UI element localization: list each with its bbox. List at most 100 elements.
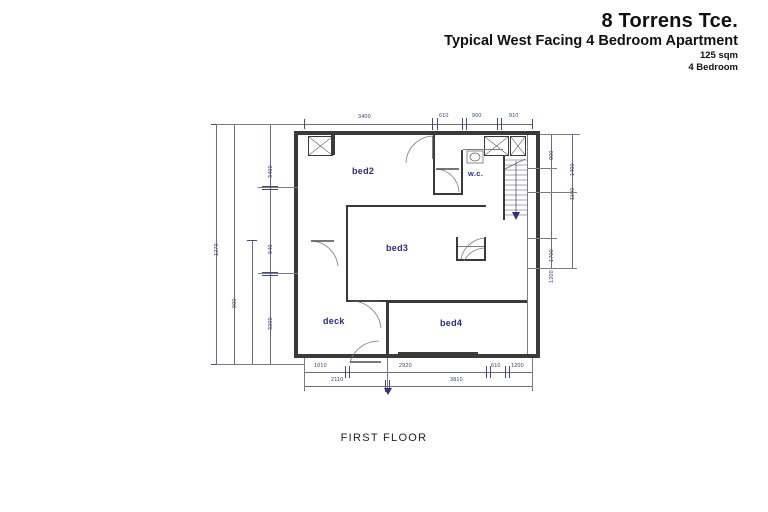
service-band-right	[527, 135, 528, 354]
dim-arrow-down-icon	[384, 388, 392, 395]
dim-tick	[385, 380, 386, 392]
wall-wc-top	[461, 150, 463, 195]
dim-tick	[262, 189, 278, 190]
wall-right	[536, 131, 540, 358]
wall-bed4-top	[389, 300, 527, 303]
dim-tick	[345, 366, 346, 378]
window-stair	[484, 136, 509, 156]
dim-right-inner-0: 900	[549, 150, 555, 160]
dim-bottom-inner-2: 610	[491, 363, 501, 369]
wall-wc-left	[433, 173, 435, 195]
room-label-bed4: bed4	[440, 318, 463, 328]
toilet-fixture-icon	[466, 150, 484, 164]
extline	[216, 364, 304, 365]
page-title: 8 Torrens Tce.	[601, 10, 738, 32]
dim-left-inner-0: 3400	[268, 165, 274, 178]
door-bed3-west	[310, 240, 339, 267]
dim-left-inner-1: 840	[268, 244, 274, 254]
dim-tick	[490, 366, 491, 378]
dim-tick	[486, 366, 487, 378]
dim-tick	[437, 118, 438, 130]
dim-top-3: 910	[509, 113, 519, 119]
dim-right-inner-2: 1200	[549, 270, 555, 283]
wall-robe-right	[484, 237, 486, 261]
dim-right-outer-0: 1400	[570, 163, 576, 176]
extline	[527, 268, 577, 269]
dim-left-outer-0: 1270	[214, 243, 220, 256]
dim-tick	[497, 118, 498, 130]
extline	[527, 168, 557, 169]
dim-tick	[462, 118, 463, 130]
room-label-wc: w.c.	[468, 169, 484, 178]
dim-bottom-inner-3: 1200	[511, 363, 524, 369]
dimline-right-outer	[572, 134, 573, 268]
dim-tick	[304, 119, 305, 129]
dim-tick	[501, 118, 502, 130]
extline	[540, 134, 580, 135]
wall-stair-left	[503, 155, 505, 220]
robe-divider	[458, 246, 484, 247]
sheet-label: FIRST FLOOR	[340, 432, 428, 444]
wall-wc-bottom	[433, 193, 463, 195]
dimline-bottom-inner	[304, 372, 532, 373]
dim-tick	[509, 366, 510, 378]
wall-bed2-right	[433, 135, 435, 173]
door-bed3-robe-b	[463, 247, 486, 262]
dimline-bottom-outer	[304, 386, 532, 387]
dim-tick	[389, 380, 390, 392]
wall-bed3-top	[346, 205, 486, 207]
extline	[387, 358, 388, 392]
window-bed2	[308, 136, 333, 156]
dimline-right-inner	[551, 134, 552, 268]
dim-top-1: 610	[439, 113, 449, 119]
page-subtitle: Typical West Facing 4 Bedroom Apartment	[444, 33, 738, 49]
dim-tick	[532, 119, 533, 129]
wall-bottom	[294, 354, 540, 358]
dimline-left-inner	[270, 124, 271, 364]
dimline-left-part	[252, 240, 253, 364]
extline	[527, 238, 557, 239]
wall-bed3-right-low	[456, 259, 486, 261]
extline	[532, 358, 533, 390]
staircase-icon	[504, 158, 527, 220]
extline	[258, 273, 298, 274]
dim-right-inner-1: 1700	[549, 249, 555, 262]
dim-top-0: 3400	[358, 114, 371, 120]
room-label-deck: deck	[323, 316, 345, 326]
dim-bottom-outer-0: 2110	[331, 377, 344, 383]
door-bed2-entry	[405, 135, 434, 164]
door-bed3-robe-a	[460, 237, 486, 260]
door-deck-south	[349, 340, 381, 363]
wall-bed3-right	[456, 237, 458, 259]
room-label-bed3: bed3	[386, 243, 409, 253]
room-label-bed2: bed2	[352, 166, 375, 176]
dim-left-inner-2: 3200	[268, 317, 274, 330]
dim-tick	[432, 118, 433, 130]
dim-tick	[466, 118, 467, 130]
wall-window-pier	[331, 135, 335, 155]
wall-bed3-left	[346, 205, 348, 302]
dim-tick	[262, 275, 278, 276]
dimline-left-outer	[216, 124, 217, 364]
extline	[258, 187, 298, 188]
dim-left-mid-0: 900	[232, 298, 238, 308]
dim-tick	[349, 366, 350, 378]
dim-right-outer-1: 1100	[570, 187, 576, 200]
door-wc	[435, 168, 460, 193]
dim-tick	[262, 186, 278, 187]
wall-left	[294, 131, 298, 358]
area-label: 125 sqm	[699, 50, 738, 61]
dim-tick	[247, 240, 257, 241]
bedroom-count-label: 4 Bedroom	[688, 62, 738, 73]
wc-partition	[463, 149, 503, 150]
dim-bottom-inner-1: 2920	[399, 363, 412, 369]
wall-deck-bed4	[386, 300, 389, 358]
dim-top-2: 900	[472, 113, 482, 119]
extline	[527, 192, 577, 193]
dim-bottom-outer-1: 3810	[450, 377, 463, 383]
dim-tick	[505, 366, 506, 378]
dim-tick	[262, 272, 278, 273]
window-stair-2	[510, 136, 526, 156]
door-deck-bed3	[350, 300, 382, 329]
